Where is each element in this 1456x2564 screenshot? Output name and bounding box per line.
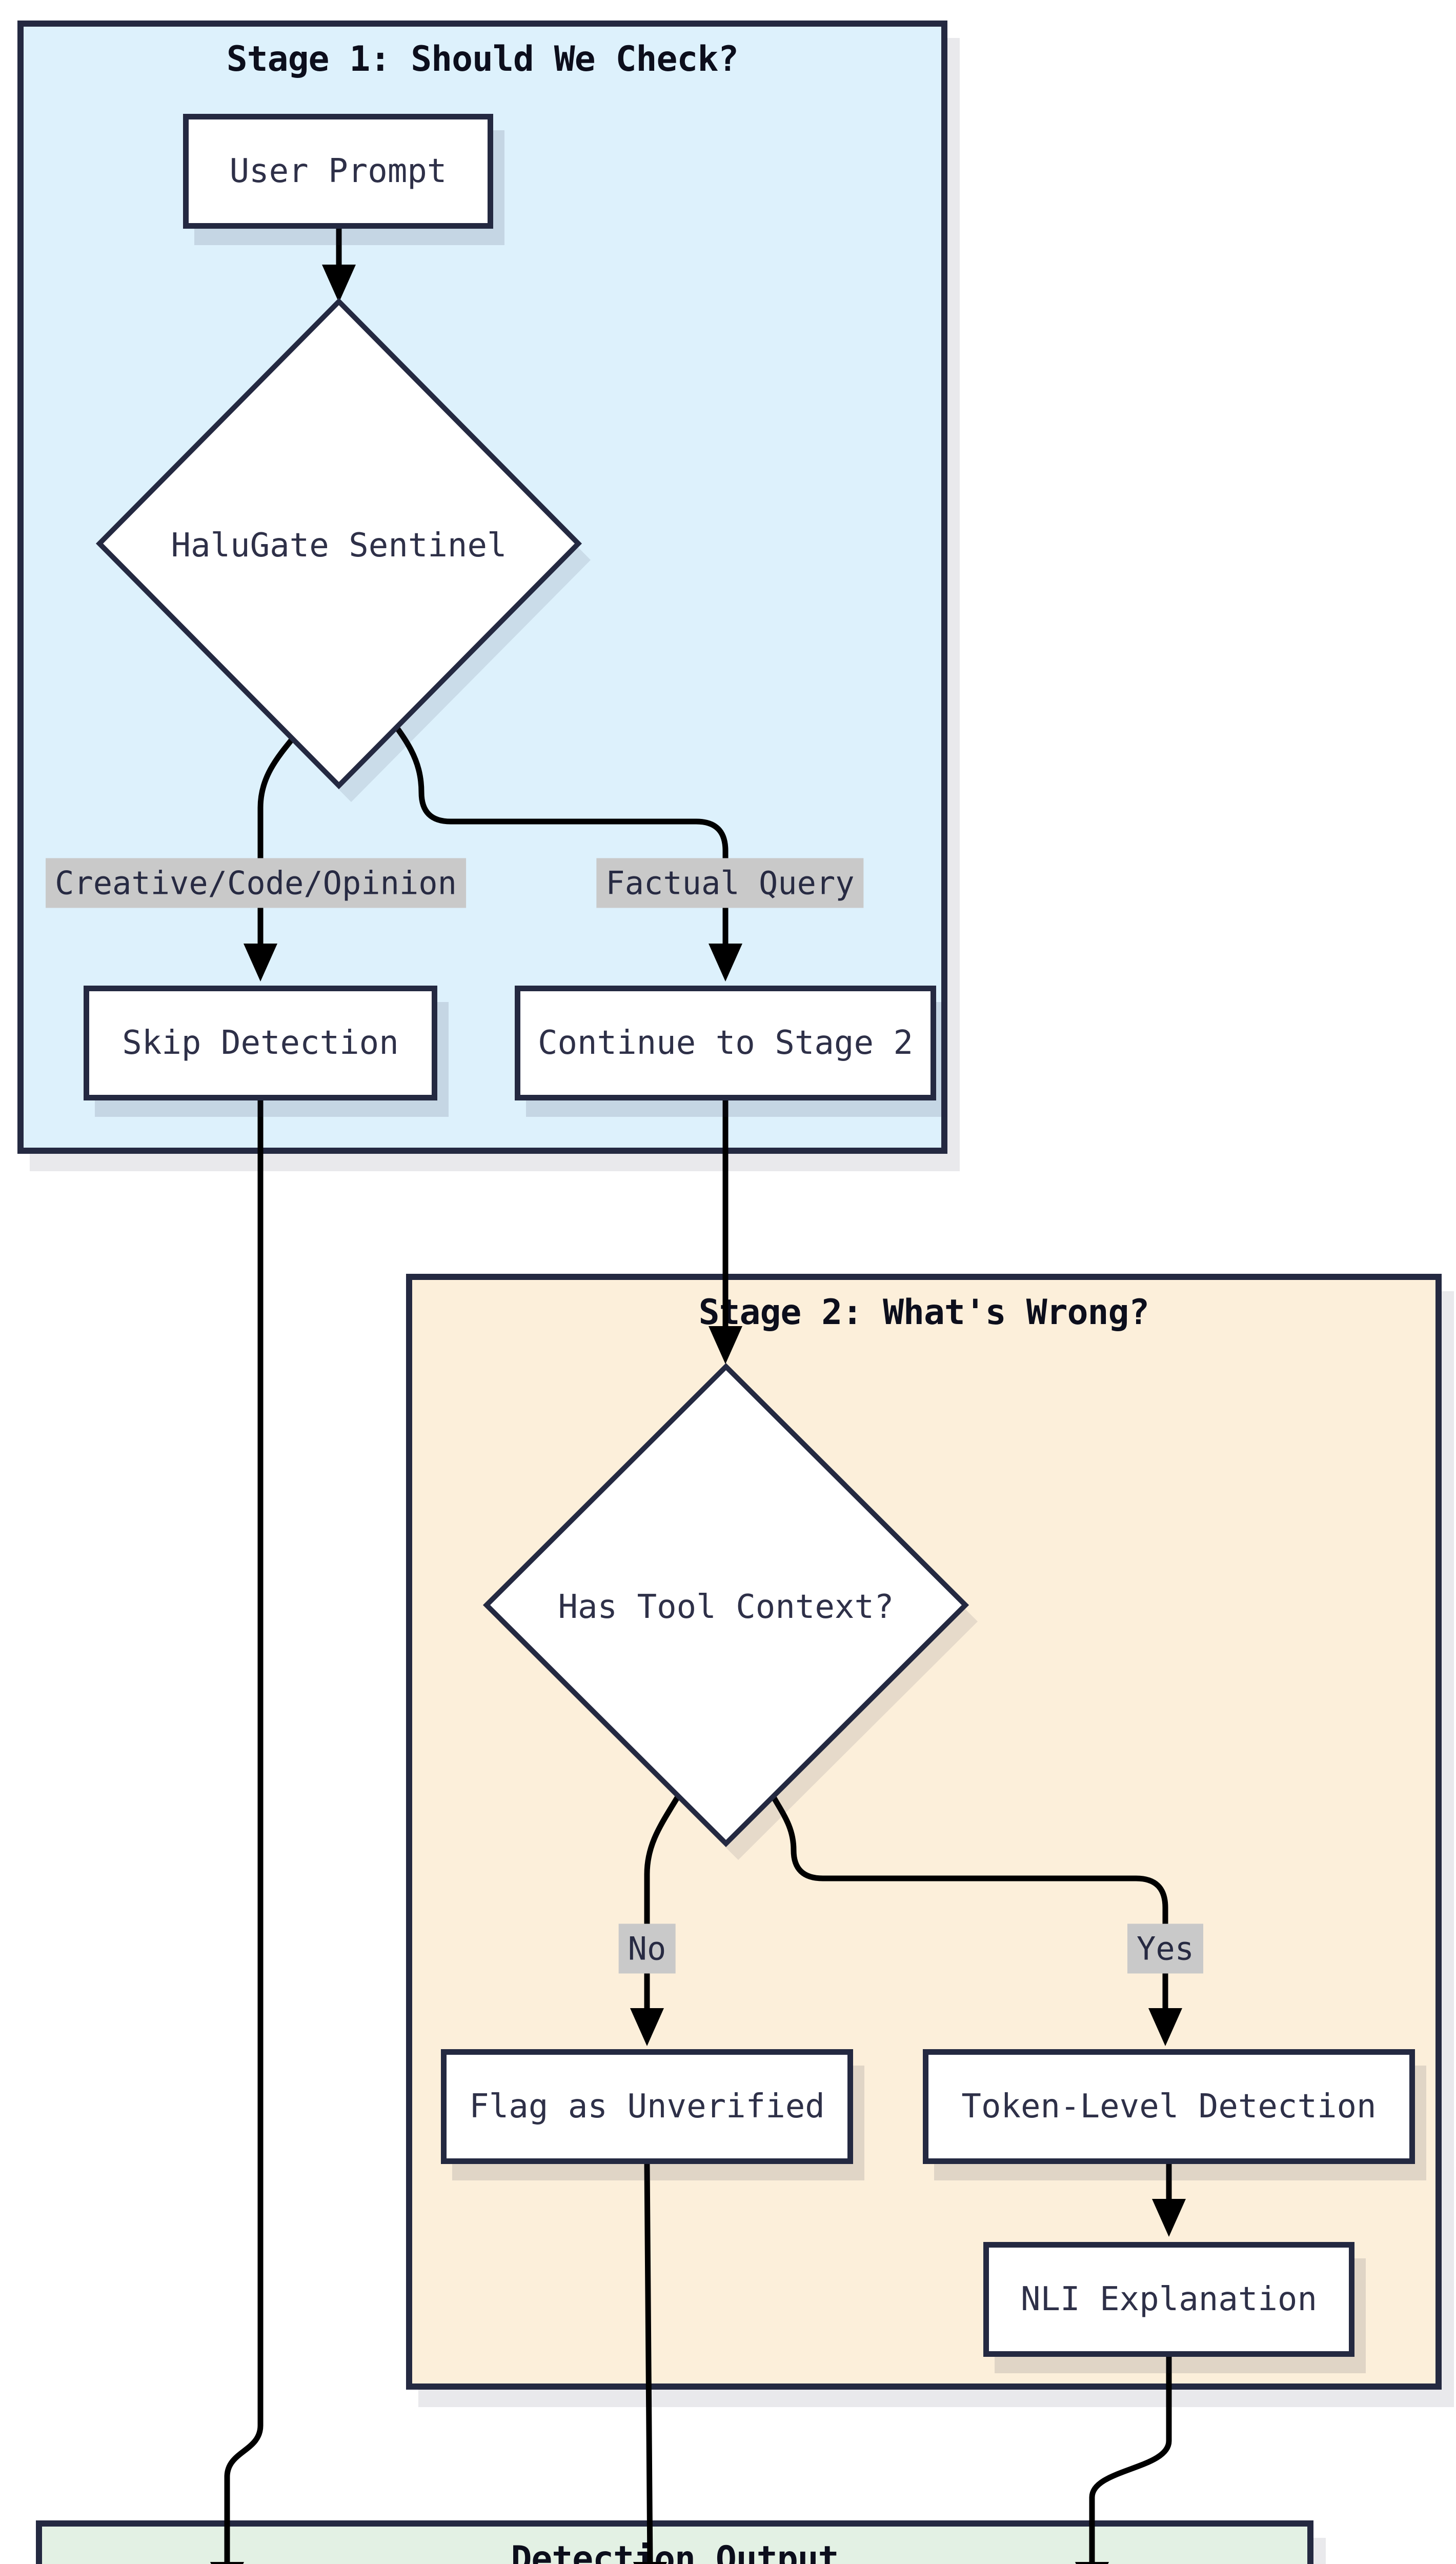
- node-nli-explanation: NLI Explanation: [983, 2242, 1354, 2357]
- arrowhead-into-context: [709, 1326, 742, 1364]
- arrowhead-into-detailed: [1075, 2562, 1109, 2564]
- arrowhead-into-flag: [630, 2008, 664, 2046]
- node-flag-as-unverified-label: Flag as Unverified: [469, 2088, 825, 2126]
- node-continue-to-stage2: Continue to Stage 2: [515, 986, 936, 1100]
- cluster-detection-output-title: Detection Output: [511, 2539, 839, 2564]
- node-continue-to-stage2-label: Continue to Stage 2: [537, 1024, 914, 1062]
- edge-label-factual-query: Factual Query: [596, 858, 864, 908]
- node-halugate-sentinel-label: HaluGate Sentinel: [171, 527, 507, 565]
- edge-label-yes: Yes: [1127, 1924, 1203, 1974]
- edge-label-creative-code-opinion: Creative/Code/Opinion: [46, 858, 466, 908]
- arrowhead-into-nli: [1152, 2199, 1186, 2237]
- arrowhead-into-token: [1148, 2008, 1182, 2046]
- node-has-tool-context-label: Has Tool Context?: [558, 1588, 894, 1626]
- edge-context-to-flag: [644, 1774, 693, 2013]
- node-token-level-detection-label: Token-Level Detection: [961, 2088, 1377, 2126]
- arrowhead-into-passthrough: [210, 2562, 244, 2564]
- edge-label-no: No: [618, 1924, 676, 1974]
- arrowhead-into-skip: [244, 944, 277, 981]
- arrowhead-into-sentinel: [322, 265, 356, 303]
- node-nli-explanation-label: NLI Explanation: [1021, 2280, 1317, 2318]
- node-user-prompt: User Prompt: [183, 114, 493, 229]
- cluster-stage2-title: Stage 2: What's Wrong?: [698, 1292, 1150, 1333]
- cluster-stage2: Stage 2: What's Wrong?: [406, 1274, 1442, 2390]
- node-token-level-detection: Token-Level Detection: [923, 2049, 1415, 2164]
- node-flag-as-unverified: Flag as Unverified: [441, 2049, 853, 2164]
- arrowhead-into-continue: [709, 944, 742, 981]
- arrowhead-into-warning: [633, 2562, 667, 2564]
- edge-context-to-token: [759, 1774, 1168, 2013]
- node-user-prompt-label: User Prompt: [229, 152, 447, 190]
- decision-has-tool-context: [482, 1363, 969, 1848]
- decision-halugate-sentinel: [95, 297, 582, 790]
- node-skip-detection-label: Skip Detection: [122, 1024, 399, 1062]
- node-skip-detection: Skip Detection: [84, 986, 437, 1100]
- edge-flag-to-warning: [644, 2161, 653, 2564]
- cluster-detection-output: Detection Output: [36, 2520, 1313, 2564]
- edge-nli-to-detailed: [1089, 2354, 1172, 2564]
- edge-skip-to-passthrough: [224, 1097, 264, 2564]
- cluster-stage1-title: Stage 1: Should We Check?: [226, 39, 739, 79]
